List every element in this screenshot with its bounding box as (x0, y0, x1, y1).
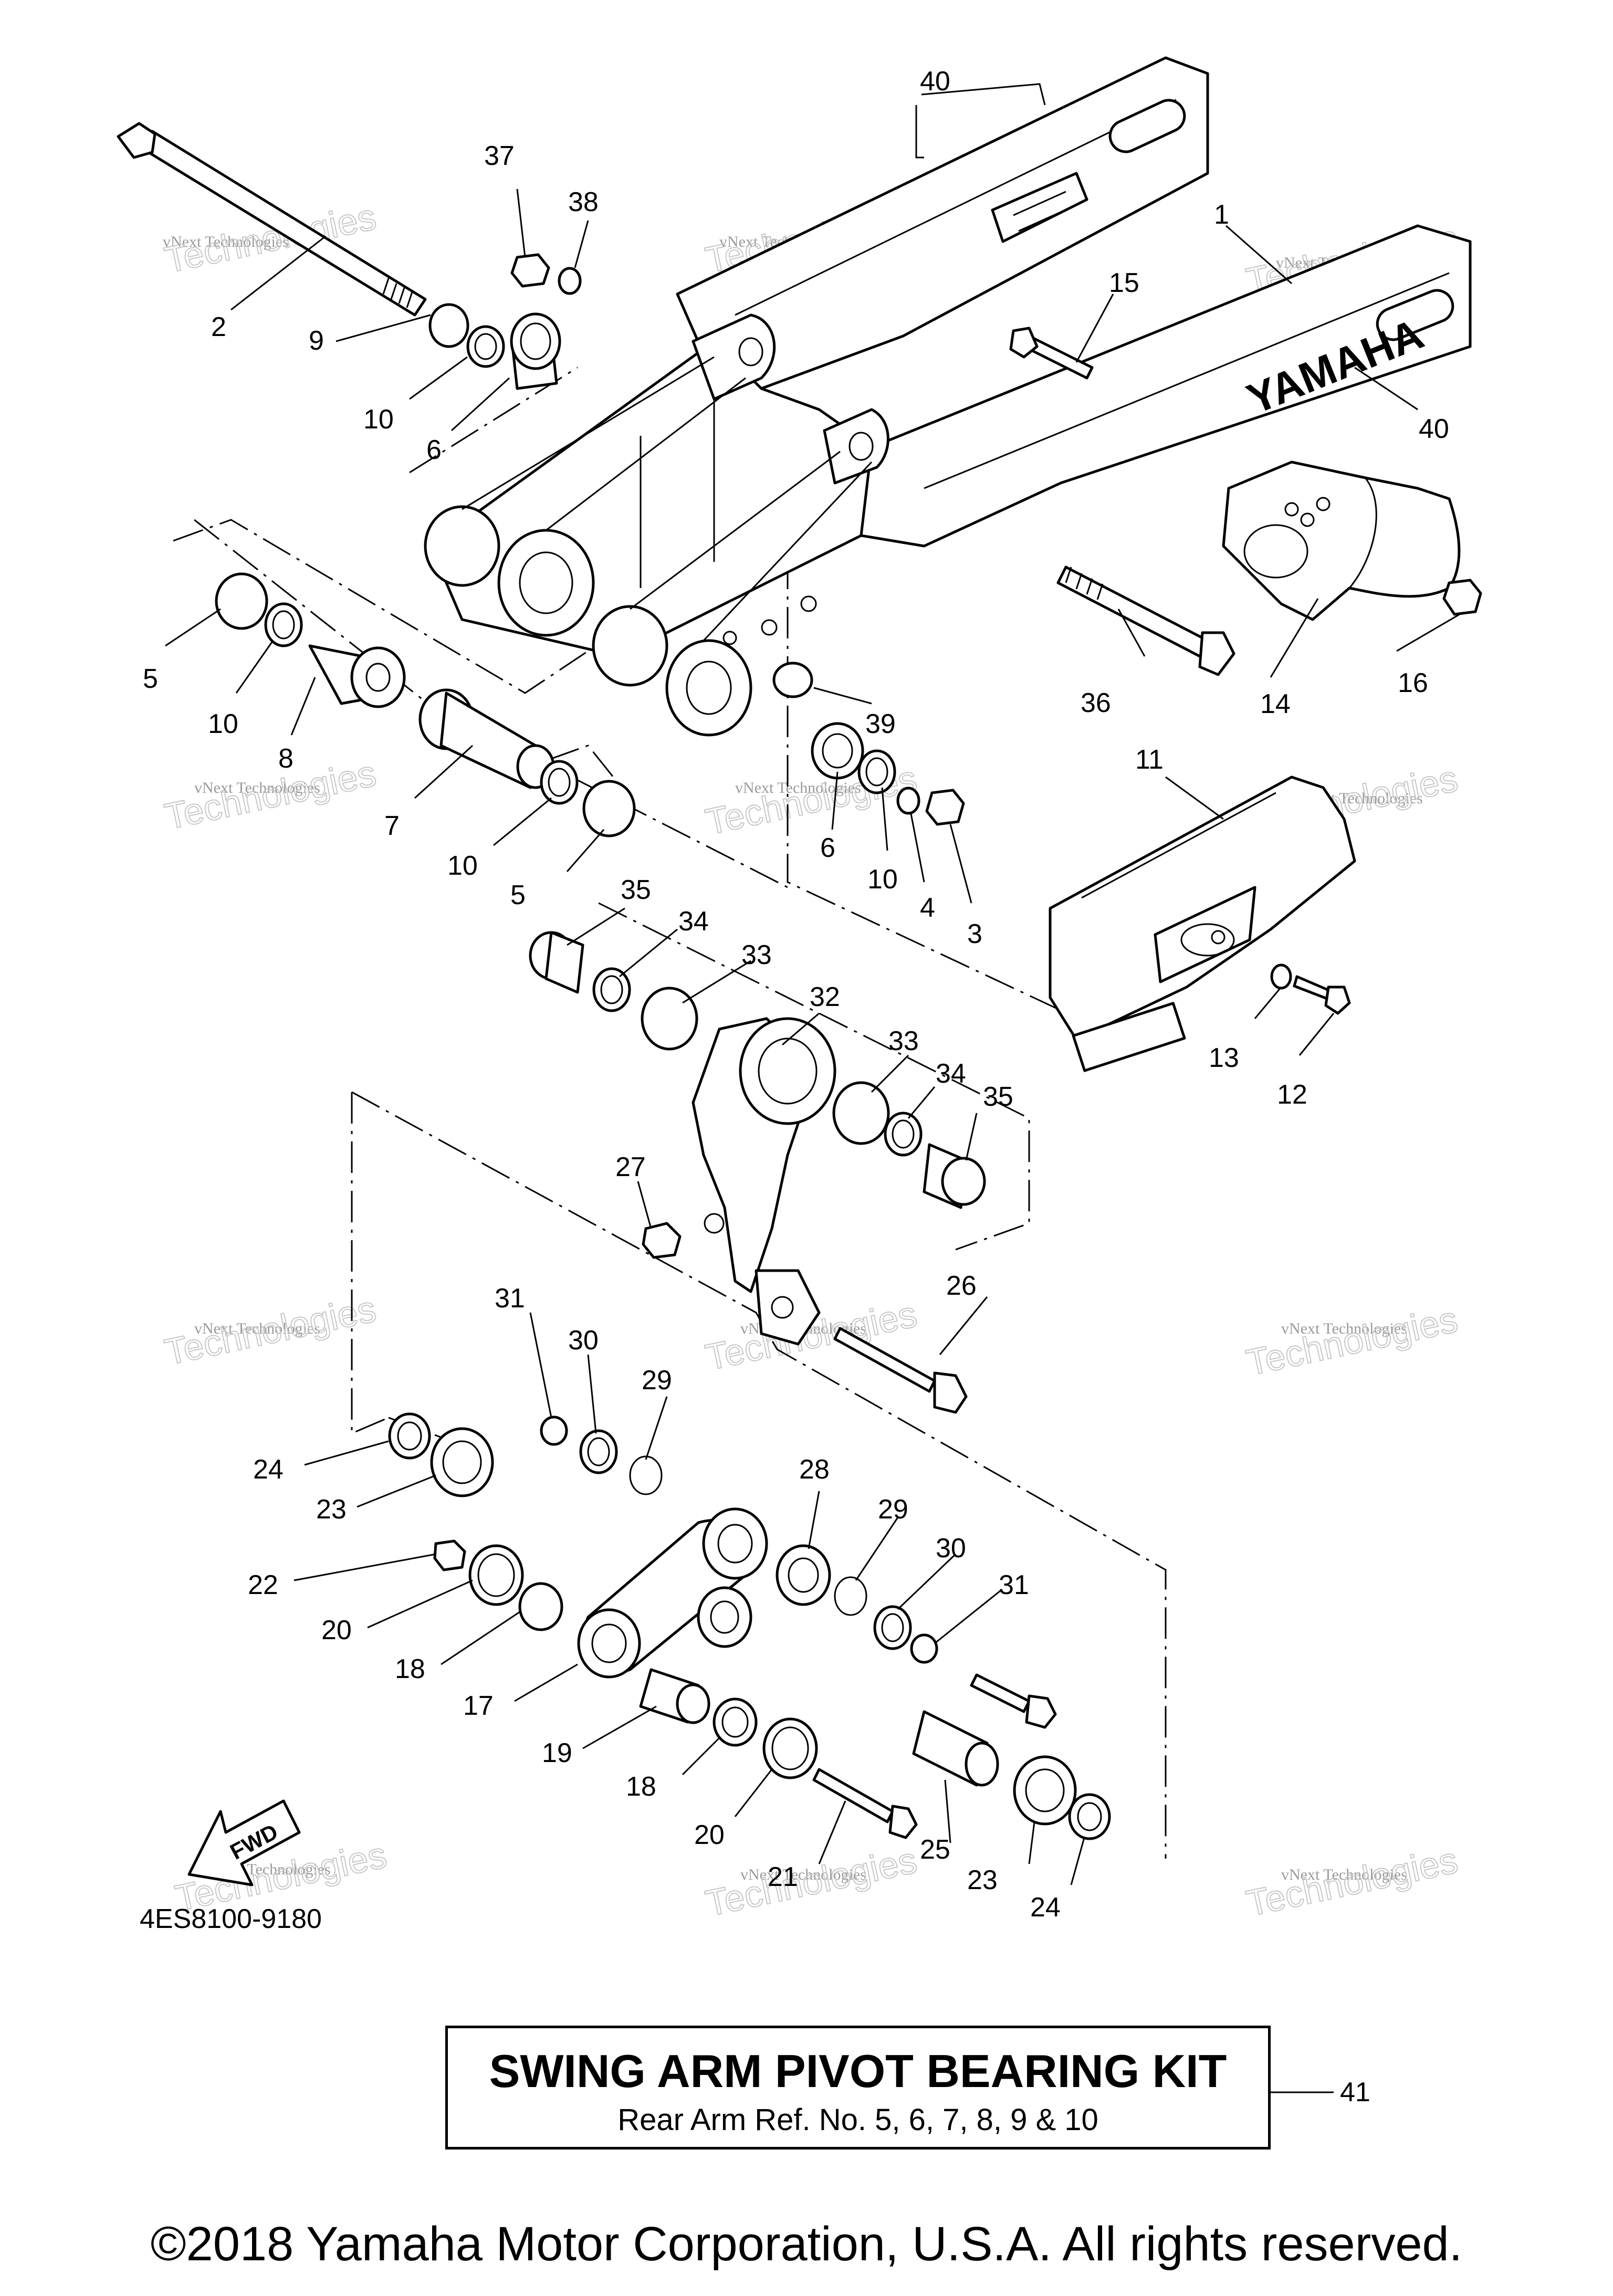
forward-arrow-icon: FWD (187, 1799, 301, 1886)
callout-24: 24 (1030, 1892, 1061, 1923)
callout-5: 5 (143, 664, 158, 694)
callout-24: 24 (253, 1454, 284, 1485)
callout-40: 40 (1419, 414, 1449, 444)
callout-10: 10 (208, 709, 238, 739)
callout-40: 40 (920, 66, 950, 97)
leader-lines (165, 83, 1460, 2093)
callout-39: 39 (865, 709, 896, 739)
watermark-large-text: Technologies (1243, 1298, 1461, 1383)
callout-19: 19 (542, 1738, 572, 1768)
callout-22: 22 (248, 1570, 278, 1600)
callout-27: 27 (615, 1152, 646, 1182)
watermark-large-text: Technologies (161, 1288, 380, 1372)
callout-5: 5 (510, 880, 526, 910)
callout-17: 17 (463, 1691, 494, 1721)
copyright-notice: ©2018 Yamaha Motor Corporation, U.S.A. A… (150, 2217, 1463, 2271)
diagram-code: 4ES8100-9180 (140, 1904, 322, 1934)
callout-21: 21 (768, 1862, 798, 1892)
callout-16: 16 (1398, 668, 1428, 698)
watermark-text: vNext Technologies (1281, 1320, 1407, 1337)
callout-10: 10 (363, 404, 394, 435)
callout-15: 15 (1109, 268, 1139, 298)
callout-1: 1 (1214, 200, 1229, 230)
callout-31: 31 (999, 1570, 1029, 1600)
callout-38: 38 (568, 187, 599, 217)
watermark-text: vNext Technologies (163, 233, 289, 250)
callout-13: 13 (1209, 1043, 1239, 1073)
watermark-text: vNext Technologies (1281, 1866, 1407, 1883)
callout-20: 20 (321, 1615, 352, 1645)
callout-34: 34 (678, 906, 709, 937)
callout-25: 25 (920, 1834, 950, 1865)
callout-29: 29 (878, 1494, 908, 1525)
bearing-kit-box: SWING ARM PIVOT BEARING KIT Rear Arm Ref… (445, 2026, 1271, 2150)
watermark-large-text: Technologies (702, 1839, 920, 1924)
callout-6: 6 (820, 833, 835, 863)
part-callouts: 40 37 38 1 2 15 9 10 6 40 5 10 8 39 36 1… (140, 66, 1449, 2108)
callout-23: 23 (967, 1865, 998, 1895)
chain-guide-11 (1049, 775, 1356, 1072)
callout-6: 6 (426, 435, 442, 465)
watermark-large-text: Technologies (161, 752, 380, 837)
watermark-text: vNext Technologies (194, 1320, 320, 1337)
kit-reference-number: 41 (1340, 2077, 1370, 2108)
watermark-text: vNext Technologies (735, 779, 861, 796)
callout-32: 32 (810, 982, 840, 1012)
watermark-text: vNext Technologies (740, 1866, 866, 1883)
callout-23: 23 (316, 1494, 347, 1525)
callout-33: 33 (888, 1026, 919, 1056)
callout-26: 26 (946, 1271, 977, 1301)
callout-30: 30 (568, 1325, 599, 1356)
bearings-and-collars (215, 303, 1111, 1840)
callout-2: 2 (211, 312, 226, 342)
callout-12: 12 (1277, 1079, 1307, 1110)
callout-10: 10 (867, 864, 898, 895)
callout-11: 11 (1135, 745, 1164, 775)
callout-18: 18 (395, 1654, 425, 1684)
watermark-large-text: Technologies (1243, 1839, 1461, 1924)
callout-3: 3 (967, 919, 982, 949)
callout-9: 9 (309, 326, 324, 356)
callout-29: 29 (642, 1365, 672, 1396)
callout-7: 7 (384, 811, 400, 841)
callout-31: 31 (495, 1283, 525, 1314)
watermark-text: vNext Technologies (194, 779, 320, 796)
swing-arm: YAMAHA (424, 56, 1472, 737)
callout-28: 28 (799, 1454, 830, 1485)
callout-37: 37 (484, 141, 515, 171)
callout-18: 18 (626, 1771, 656, 1802)
bearing-kit-title: SWING ARM PIVOT BEARING KIT (489, 2045, 1227, 2097)
callout-10: 10 (447, 851, 478, 881)
callout-8: 8 (278, 743, 294, 774)
callout-4: 4 (920, 893, 935, 923)
chain-slider-14 (1222, 460, 1461, 621)
callout-35: 35 (621, 875, 651, 905)
callout-33: 33 (741, 940, 772, 970)
callout-35: 35 (983, 1082, 1013, 1112)
callout-36: 36 (1081, 688, 1111, 718)
callout-20: 20 (694, 1820, 725, 1850)
callout-30: 30 (936, 1533, 966, 1564)
fasteners (117, 122, 1482, 1839)
bearing-kit-subtitle: Rear Arm Ref. No. 5, 6, 7, 8, 9 & 10 (617, 2103, 1098, 2137)
callout-14: 14 (1260, 689, 1291, 719)
callout-34: 34 (936, 1058, 966, 1089)
